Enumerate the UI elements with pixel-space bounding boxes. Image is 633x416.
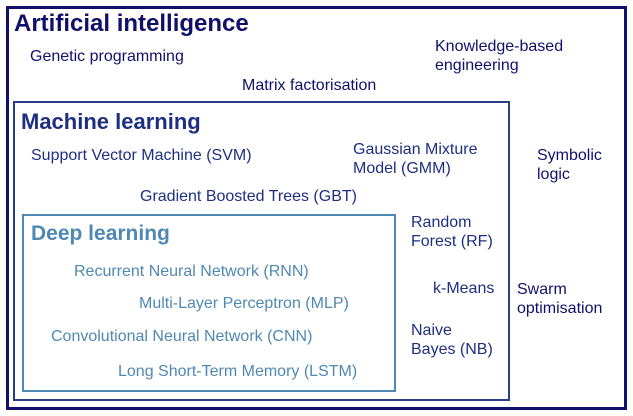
dl-item-lstm: Long Short-Term Memory (LSTM): [118, 363, 358, 380]
ai-item-optimisation: optimisation: [517, 300, 603, 317]
ai-item-engineering: engineering: [435, 57, 519, 74]
artificial-intelligence-box: [6, 6, 627, 410]
ml-item-naive: Naive: [411, 322, 452, 339]
ai-item-swarm: Swarm: [517, 281, 567, 298]
dl-item-mlp: Multi-Layer Perceptron (MLP): [139, 295, 349, 312]
ai-item-symbolic: Symbolic: [537, 147, 602, 164]
ai-item-genetic-programming: Genetic programming: [30, 48, 184, 65]
ml-item-bayes-nb: Bayes (NB): [411, 341, 493, 358]
ai-item-matrix-factorisation: Matrix factorisation: [242, 77, 377, 94]
dl-item-cnn: Convolutional Neural Network (CNN): [51, 328, 313, 345]
machine-learning-box: [13, 101, 510, 401]
ml-item-random: Random: [411, 214, 472, 231]
ml-item-gbt: Gradient Boosted Trees (GBT): [140, 188, 357, 205]
ml-title: Machine learning: [21, 109, 201, 134]
ml-item-svm: Support Vector Machine (SVM): [31, 147, 252, 164]
ai-item-knowledge-based: Knowledge-based: [435, 38, 564, 55]
ai-item-logic: logic: [537, 166, 570, 183]
dl-item-rnn: Recurrent Neural Network (RNN): [74, 263, 309, 280]
deep-learning-box: [22, 214, 396, 392]
ml-item-k-means: k-Means: [433, 280, 495, 297]
ml-item-gaussian-mixture: Gaussian Mixture: [353, 141, 478, 158]
ai-title: Artificial intelligence: [14, 10, 249, 37]
ml-item-forest-rf: Forest (RF): [411, 233, 493, 250]
ml-item-model-gmm: Model (GMM): [353, 160, 451, 177]
dl-title: Deep learning: [31, 222, 170, 245]
